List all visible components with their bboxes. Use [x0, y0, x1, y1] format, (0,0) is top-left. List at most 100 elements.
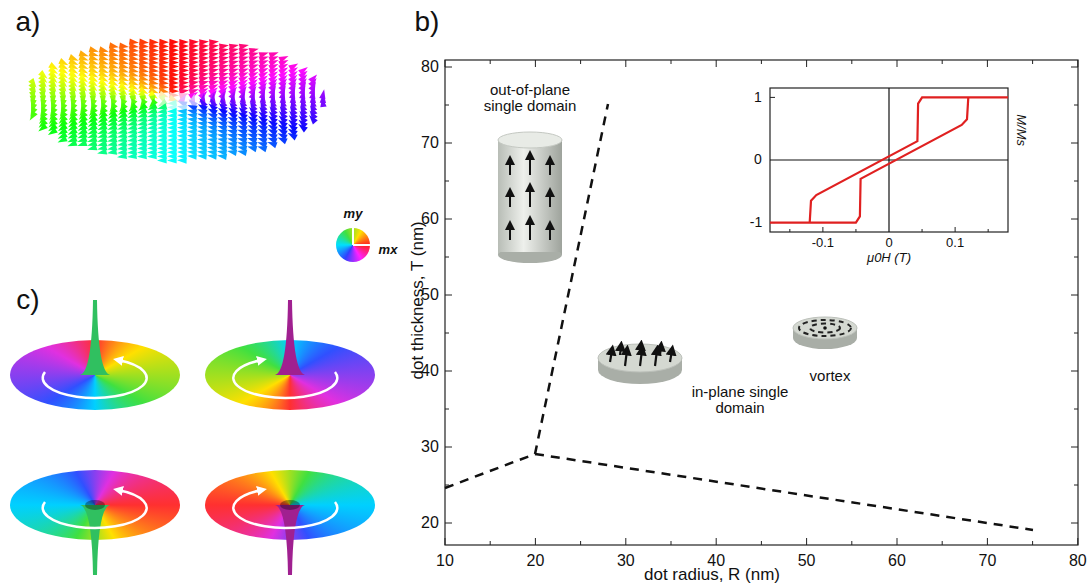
tick: [942, 541, 943, 545]
tick: [445, 447, 452, 448]
vortex-cores: [43, 300, 338, 575]
tick: [671, 60, 672, 64]
spin-arrow: [87, 127, 97, 134]
spin-arrow: [107, 123, 117, 129]
tick: [445, 538, 446, 545]
spin-arrow: [128, 79, 138, 86]
spin-arrow: [119, 71, 129, 77]
panel-letter: b): [415, 7, 440, 38]
tick: [942, 60, 943, 64]
spin-arrow: [320, 97, 326, 107]
spin-arrow: [109, 62, 119, 68]
spin-arrow: [99, 62, 109, 68]
spin-arrow: [217, 154, 227, 160]
spin-arrow: [278, 138, 288, 145]
tick-label: 30: [617, 552, 635, 570]
spin-arrow: [108, 70, 118, 77]
spin-arrow: [117, 153, 127, 159]
in-plane-disk: [598, 344, 682, 384]
spin-arrow: [58, 131, 68, 138]
tick-label: -0.1: [812, 236, 834, 250]
spin-arrow: [98, 70, 108, 77]
tick: [822, 227, 823, 232]
spin-arrow: [148, 103, 158, 110]
tick-label: 0: [885, 236, 892, 250]
tick: [1032, 60, 1033, 64]
spin-arrow: [107, 128, 117, 134]
tick: [445, 295, 452, 296]
tick: [445, 219, 452, 220]
spin-arrow: [68, 127, 78, 134]
tick: [789, 229, 790, 232]
panel-letter: c): [16, 285, 39, 316]
tick: [445, 143, 452, 144]
tick: [1071, 371, 1078, 372]
tick: [851, 60, 852, 64]
spin-arrow: [78, 127, 88, 134]
tick: [897, 538, 898, 545]
spin-arrow: [108, 119, 118, 126]
spin-arrow: [227, 150, 237, 156]
tick: [922, 229, 923, 232]
tick-label: 40: [421, 362, 439, 380]
tick: [1074, 485, 1078, 486]
tick: [1074, 409, 1078, 410]
spin-arrow: [298, 124, 308, 132]
spin-arrow: [128, 111, 138, 118]
tick: [855, 229, 856, 232]
spin-arrow: [97, 123, 107, 130]
spin-arrow: [68, 58, 78, 65]
tick: [897, 60, 898, 67]
spin-arrow: [68, 131, 78, 138]
spin-arrow: [108, 115, 118, 122]
spin-arrow: [98, 119, 108, 126]
tick-label: 70: [979, 552, 997, 570]
spin-arrow: [48, 127, 58, 135]
tick-label: 50: [421, 286, 439, 304]
hysteresis-inset: [770, 88, 1008, 232]
tick: [806, 538, 807, 545]
out-of-plane-cylinder: [498, 132, 562, 263]
spin-arrow: [87, 132, 97, 138]
tick: [1074, 181, 1078, 182]
tick: [625, 538, 626, 545]
spin-arrow: [109, 66, 119, 72]
tick-label: 0.1: [946, 236, 964, 250]
spin-arrow: [108, 74, 118, 81]
spin-arrow: [87, 144, 97, 150]
tick-label: 60: [888, 552, 906, 570]
tick-label: 50: [798, 552, 816, 570]
tick-label: μ0H (T): [867, 251, 911, 265]
spin-arrow: [309, 115, 318, 124]
tick: [445, 257, 449, 258]
tick: [1074, 105, 1078, 106]
tick: [445, 60, 446, 67]
tick: [1077, 60, 1078, 67]
spin-arrow: [97, 128, 107, 134]
spin-arrow: [207, 154, 217, 160]
tick: [671, 541, 672, 545]
tick-label: M/Ms: [1014, 114, 1028, 146]
tick: [1032, 541, 1033, 545]
spin-arrow: [118, 115, 128, 122]
vortex-spin-disk: [28, 38, 326, 163]
tick-label: -1: [750, 215, 762, 230]
tick: [1074, 257, 1078, 258]
spin-arrow: [67, 136, 77, 143]
spin-arrow: [58, 136, 68, 143]
region-label: vortex: [810, 368, 851, 385]
tick-label: 10: [436, 552, 454, 570]
spin-arrow: [148, 87, 158, 94]
tick: [445, 181, 449, 182]
spin-arrow: [138, 83, 148, 90]
spin-arrow: [127, 115, 137, 121]
spin-arrow: [288, 133, 298, 140]
spin-arrow: [197, 153, 207, 159]
tick: [580, 541, 581, 545]
tick: [716, 60, 717, 67]
spin-arrow: [138, 107, 148, 114]
tick: [1071, 67, 1078, 68]
tick: [445, 333, 449, 334]
tick: [1071, 523, 1078, 524]
spin-arrow: [77, 140, 87, 146]
